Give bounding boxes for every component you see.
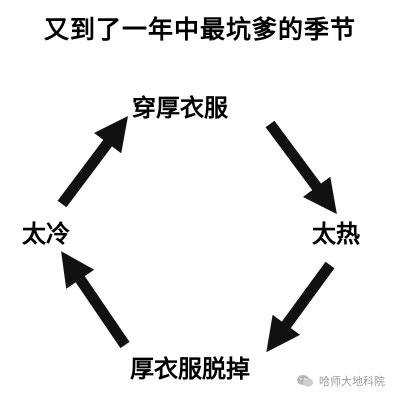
page-title: 又到了一年中最坑爹的季节 (43, 15, 356, 44)
watermark: 哈师大地科院 (296, 373, 385, 389)
cycle-node-right: 太热 (312, 220, 360, 248)
arrow-top-to-right (265, 120, 337, 215)
cycle-node-left: 太冷 (22, 220, 70, 248)
arrow-left-to-top (57, 116, 128, 208)
cycle-node-top: 穿厚衣服 (132, 94, 228, 122)
arrow-bottom-to-left (61, 251, 130, 349)
arrow-right-to-bottom (266, 261, 335, 353)
wechat-icon (297, 375, 313, 387)
watermark-text: 哈师大地科院 (319, 375, 385, 388)
cycle-node-bottom: 厚衣服脱掉 (130, 355, 250, 383)
